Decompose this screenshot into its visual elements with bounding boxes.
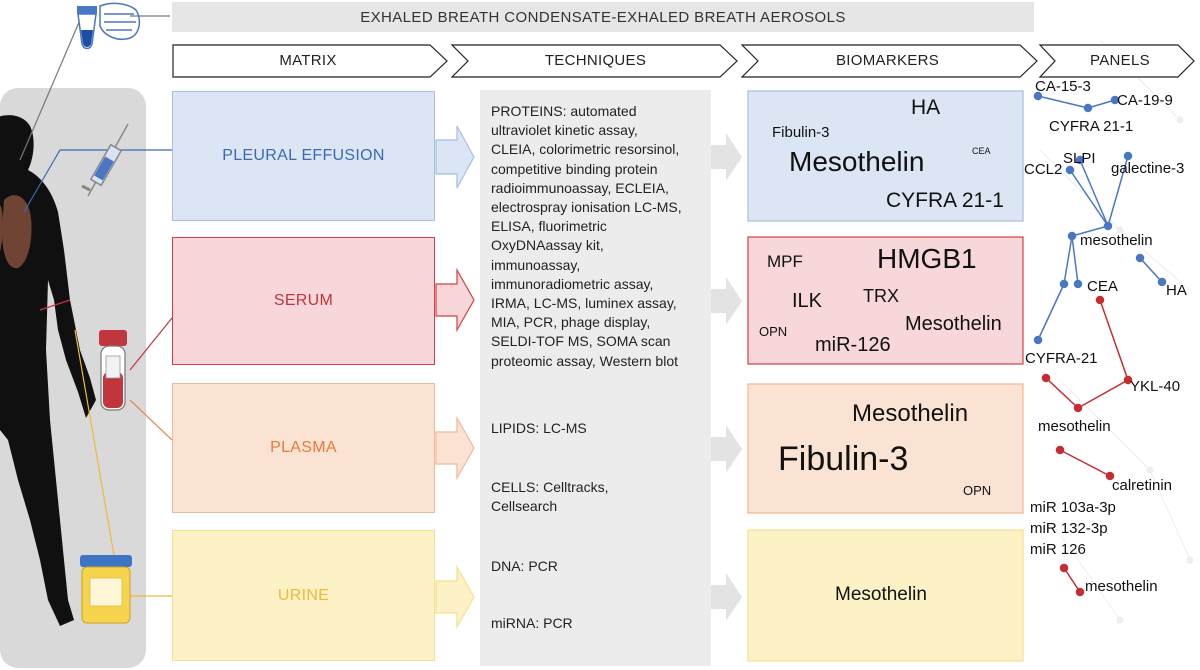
techniques-dna: DNA: PCR — [491, 558, 558, 574]
panel-network-red — [1041, 295, 1133, 597]
biomarkers-chevron — [740, 44, 1038, 78]
bm-serum-ilk: ILK — [792, 290, 823, 312]
panel-slpi: SLPI — [1063, 150, 1096, 167]
panel-cea: CEA — [1087, 278, 1118, 295]
test-tube-icon — [77, 6, 97, 50]
bm-plasma-mesothelin: Mesothelin — [852, 400, 969, 427]
bm-plasma-opn: OPN — [963, 483, 992, 498]
techniques-lipids: LIPIDS: LC-MS — [491, 420, 587, 436]
header-biomarkers: BIOMARKERS — [835, 52, 940, 69]
tech-line: radioimmunoassay, ECLEIA, — [491, 179, 669, 196]
tech-line: competitive binding protein — [491, 160, 658, 177]
matrix-chevron — [172, 44, 448, 78]
urine-biomarker-box — [747, 529, 1024, 662]
technique-arrows — [711, 133, 742, 621]
panel-mir132: miR 132-3p — [1030, 520, 1108, 537]
tech-line: CELLS: Celltracks, — [491, 479, 609, 495]
panel-cyfra211: CYFRA 21-1 — [1049, 118, 1134, 135]
panel-ha: HA — [1166, 282, 1187, 299]
tech-line: electrospray ionisation LC-MS, — [491, 199, 682, 216]
tech-line: Cellsearch — [491, 498, 558, 515]
panel-ca153: CA-15-3 — [1035, 78, 1091, 95]
lungs-icon — [0, 195, 32, 269]
syringe-icon — [81, 123, 129, 197]
bm-pleural-cyfra: CYFRA 21-1 — [886, 189, 1004, 212]
plasma-biomarker-box — [747, 383, 1024, 514]
bm-serum-mesothelin: Mesothelin — [905, 313, 1002, 335]
panels-chevron — [1038, 44, 1195, 78]
tech-line: IRMA, LC-MS, luminex assay, — [491, 295, 677, 312]
tech-line: MIA, PCR, phage display, — [491, 314, 651, 331]
matrix-plasma: PLASMA — [172, 383, 435, 513]
pleural-biomarker-box — [747, 90, 1024, 222]
tech-line: proteomic assay, Western blot — [491, 352, 679, 369]
matrix-serum: SERUM — [172, 237, 435, 365]
bm-serum-trx: TRX — [863, 286, 899, 306]
bm-pleural-mesothelin: Mesothelin — [789, 146, 925, 177]
panel-mir103: miR 103a-3p — [1030, 499, 1116, 516]
techniques-chevron — [450, 44, 738, 78]
matrix-urine: URINE — [172, 530, 435, 661]
serum-biomarker-box — [747, 236, 1024, 365]
panel-network-blue — [1033, 91, 1167, 345]
banner: EXHALED BREATH CONDENSATE-EXHALED BREATH… — [172, 2, 1034, 32]
header-panels: PANELS — [1090, 52, 1150, 69]
body-connectors — [19, 15, 173, 597]
panel-ccl2: CCL2 — [1024, 161, 1063, 178]
panel-ykl40: YKL-40 — [1130, 378, 1181, 395]
bm-serum-mpf: MPF — [767, 252, 803, 271]
matrix-pleural-effusion: PLEURAL EFFUSION — [172, 91, 435, 221]
bm-serum-mir126: miR-126 — [815, 334, 891, 356]
panel-mesothelin-1: mesothelin — [1080, 232, 1153, 249]
bm-plasma-fibulin: Fibulin-3 — [778, 440, 909, 478]
panel-calretinin: calretinin — [1112, 477, 1173, 494]
panel-cyfra21: CYFRA-21 — [1025, 350, 1098, 367]
techniques-column — [480, 90, 711, 666]
bm-pleural-fibulin: Fibulin-3 — [772, 124, 830, 141]
tech-line: immunoassay, — [491, 256, 581, 273]
panel-galectine3: galectine-3 — [1111, 160, 1185, 177]
bm-serum-hmgb1: HMGB1 — [877, 243, 977, 274]
bm-pleural-ha: HA — [911, 96, 941, 119]
panel-mesothelin-2: mesothelin — [1038, 418, 1111, 435]
tech-line: SELDI-TOF MS, SOMA scan — [491, 333, 671, 350]
bm-pleural-cea: CEA — [972, 146, 991, 156]
mask-icon — [99, 2, 141, 40]
biomarker-boxes — [747, 90, 1024, 662]
bm-serum-opn: OPN — [759, 324, 788, 339]
blood-tube-icon — [99, 330, 127, 411]
tech-line: CLEIA, colorimetric resorsinol, — [491, 141, 680, 158]
urine-jar-icon — [80, 555, 132, 624]
tech-line: immunoradiometric assay, — [491, 275, 654, 292]
panel-mesothelin-3: mesothelin — [1085, 578, 1158, 595]
panel-mir126: miR 126 — [1030, 541, 1086, 558]
bm-urine-mesothelin: Mesothelin — [835, 584, 927, 605]
header-techniques: TECHNIQUES — [544, 52, 647, 69]
matrix-arrows — [435, 125, 475, 630]
panel-ca199: CA-19-9 — [1117, 92, 1173, 109]
techniques-proteins: PROTEINS: automated ultraviolet kinetic … — [491, 102, 711, 371]
tech-line: ultraviolet kinetic assay, — [491, 122, 638, 139]
techniques-cells: CELLS: Celltracks, Cellsearch — [491, 478, 608, 516]
header-chevrons — [172, 44, 1195, 78]
header-matrix: MATRIX — [279, 52, 337, 69]
techniques-mirna: miRNA: PCR — [491, 615, 573, 631]
tech-line: OxyDNAassay kit, — [491, 237, 604, 254]
tech-line: ELISA, fluorimetric — [491, 218, 607, 235]
tech-line: PROTEINS: automated — [491, 103, 637, 119]
